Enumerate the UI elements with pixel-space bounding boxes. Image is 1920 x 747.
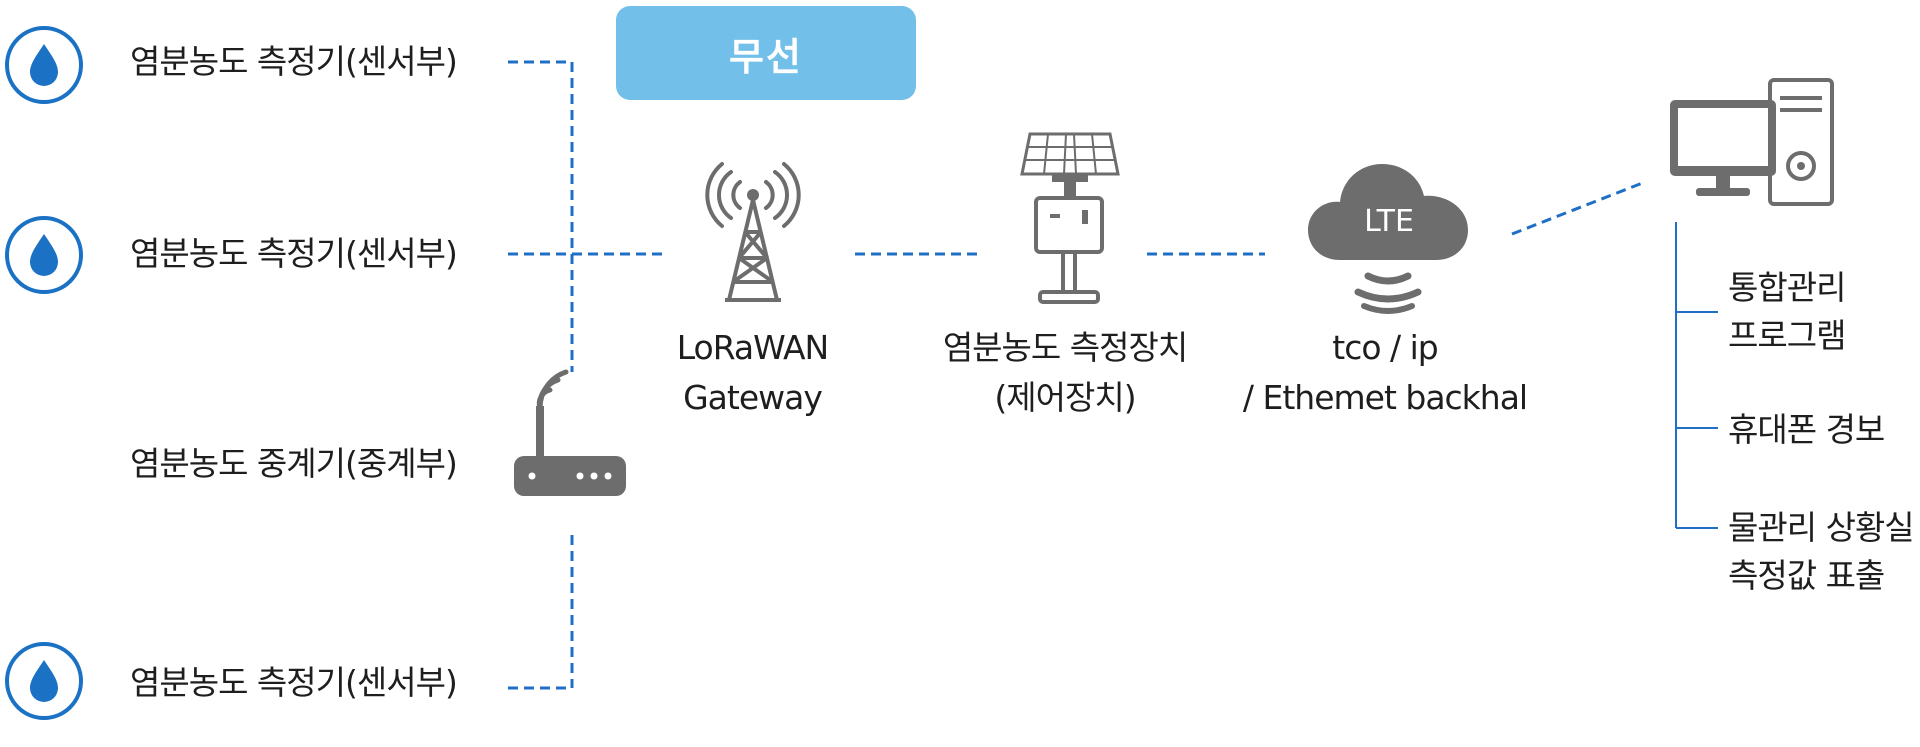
computer-icon — [1670, 78, 1834, 206]
cloud-text: LTE — [1364, 204, 1414, 239]
solar-station-icon — [1020, 132, 1120, 304]
sensor-3-label: 염분농도 측정기(센서부) — [130, 663, 458, 702]
antenna-tower-icon — [705, 162, 801, 302]
link-lte-server — [1511, 180, 1646, 236]
wireless-badge-label: 무선 — [729, 34, 803, 79]
controller-label-line2: (제어장치) — [994, 378, 1136, 417]
network-label-line2: / Ethemet backhal — [1242, 378, 1528, 417]
gateway-label-line2: Gateway — [683, 378, 823, 417]
output-1-line1: 통합관리 — [1728, 268, 1846, 307]
output-3-line1: 물관리 상황실 — [1728, 508, 1915, 547]
output-2-line1: 휴대폰 경보 — [1728, 410, 1885, 449]
water-drop-icon — [5, 26, 83, 104]
water-drop-icon — [5, 216, 83, 294]
wireless-badge: 무선 — [616, 6, 916, 100]
output-3-line2: 측정값 표출 — [1728, 556, 1885, 595]
cloud-icon — [1308, 164, 1468, 314]
router-icon — [514, 369, 626, 496]
repeater-label: 염분농도 중계기(중계부) — [130, 444, 458, 483]
output-1-line2: 프로그램 — [1728, 316, 1846, 355]
gateway-label-line1: LoRaWAN — [676, 328, 830, 367]
network-label-line1: tco / ip — [1332, 328, 1439, 367]
controller-label-line1: 염분농도 측정장치 — [942, 328, 1188, 367]
sensor-2-label: 염분농도 측정기(센서부) — [130, 234, 458, 273]
water-drop-icon — [5, 642, 83, 720]
sensor-1-label: 염분농도 측정기(센서부) — [130, 42, 458, 81]
